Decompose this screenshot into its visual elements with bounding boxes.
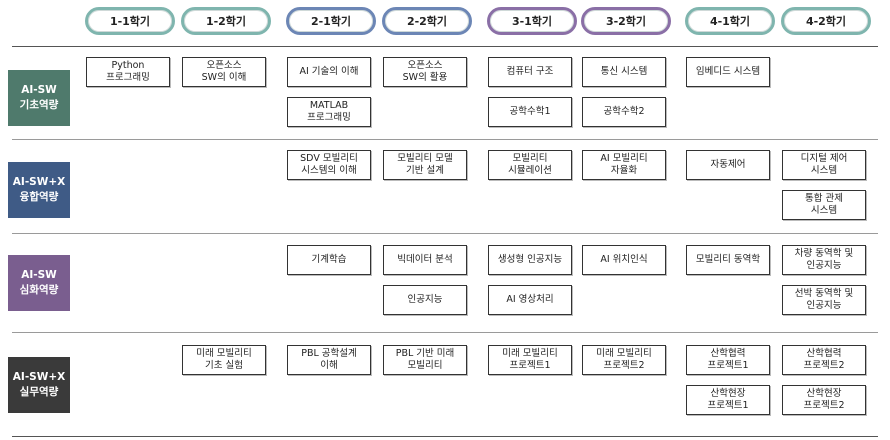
course-box: 산학현장 프로젝트1 [686,385,770,415]
course-box: 선박 동역학 및 인공지능 [782,285,866,315]
row-divider [12,46,878,47]
course-box: SDV 모빌리티 시스템의 이해 [287,150,371,180]
category-label-4: AI-SW+X 실무역량 [8,357,70,413]
category-label-2: AI-SW+X 융합역량 [8,162,70,218]
semester-header-3: 2-1학기 [286,7,376,35]
semester-header-6: 3-2학기 [581,7,671,35]
category-type: 기초역량 [19,99,59,111]
course-box: AI 위치인식 [582,245,666,275]
row-divider [12,233,878,234]
course-box: 모빌리티 모델 기반 설계 [383,150,467,180]
course-box: 빅데이터 분석 [383,245,467,275]
course-box: 차량 동역학 및 인공지능 [782,245,866,275]
course-box: 기계학습 [287,245,371,275]
semester-header-4: 2-2학기 [382,7,472,35]
course-box: 컴퓨터 구조 [488,57,572,87]
row-divider [12,436,878,437]
course-box: 모빌리티 동역학 [686,245,770,275]
course-box: PBL 기반 미래 모빌리티 [383,345,467,375]
course-box: 오픈소스 SW의 이해 [182,57,266,87]
course-box: 모빌리티 시뮬레이션 [488,150,572,180]
course-box: 공학수학2 [582,97,666,127]
course-box: 인공지능 [383,285,467,315]
course-box: 디지털 제어 시스템 [782,150,866,180]
semester-header-2: 1-2학기 [181,7,271,35]
category-name: AI-SW [21,269,57,281]
course-box: 통합 관제 시스템 [782,190,866,220]
row-divider [12,332,878,333]
course-box: 자동제어 [686,150,770,180]
course-box: 공학수학1 [488,97,572,127]
course-box: PBL 공학설계 이해 [287,345,371,375]
course-box: 산학현장 프로젝트2 [782,385,866,415]
course-box: AI 기술의 이해 [287,57,371,87]
semester-header-1: 1-1학기 [85,7,175,35]
course-box: 미래 모빌리티 기초 실험 [182,345,266,375]
course-box: Python 프로그래밍 [86,57,170,87]
course-box: 생성형 인공지능 [488,245,572,275]
course-box: 오픈소스 SW의 활용 [383,57,467,87]
category-type: 심화역량 [19,284,59,296]
course-box: MATLAB 프로그래밍 [287,97,371,127]
semester-header-8: 4-2학기 [781,7,871,35]
category-type: 실무역량 [19,386,59,398]
semester-header-5: 3-1학기 [487,7,577,35]
course-box: 미래 모빌리티 프로젝트1 [488,345,572,375]
category-label-1: AI-SW 기초역량 [8,70,70,126]
category-label-3: AI-SW 심화역량 [8,255,70,311]
semester-header-7: 4-1학기 [685,7,775,35]
course-box: 통신 시스템 [582,57,666,87]
course-box: 미래 모빌리티 프로젝트2 [582,345,666,375]
category-name: AI-SW+X [12,176,66,188]
course-box: 임베디드 시스템 [686,57,770,87]
course-box: 산학협력 프로젝트1 [686,345,770,375]
course-box: 산학협력 프로젝트2 [782,345,866,375]
category-name: AI-SW+X [12,371,66,383]
course-box: AI 모빌리티 자율화 [582,150,666,180]
category-type: 융합역량 [19,191,59,203]
category-name: AI-SW [21,84,57,96]
row-divider [12,139,878,140]
course-box: AI 영상처리 [488,285,572,315]
